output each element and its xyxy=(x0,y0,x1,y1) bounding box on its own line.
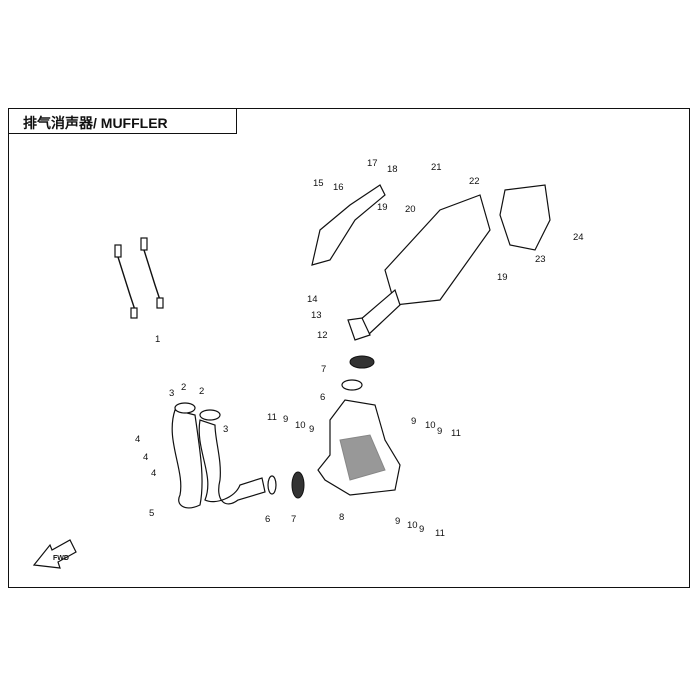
heat-shield-part xyxy=(499,184,551,251)
diagram-frame xyxy=(8,108,690,588)
callout-11: 11 xyxy=(451,428,461,439)
forward-arrow-icon: FWD xyxy=(32,539,77,569)
callout-4: 4 xyxy=(135,434,140,445)
clamp-part xyxy=(291,471,305,499)
callout-8: 8 xyxy=(339,512,344,523)
callout-19: 19 xyxy=(377,202,388,213)
callout-7: 7 xyxy=(321,364,326,375)
callout-6: 6 xyxy=(320,392,325,403)
callout-19: 19 xyxy=(497,272,508,283)
callout-17: 17 xyxy=(367,158,378,169)
callout-12: 12 xyxy=(317,330,328,341)
gasket-part xyxy=(341,379,363,391)
callout-4: 4 xyxy=(143,452,148,463)
diagram-title: 排气消声器/ MUFFLER xyxy=(23,115,168,131)
callout-3: 3 xyxy=(223,424,228,435)
clamp-part xyxy=(349,355,375,369)
callout-6: 6 xyxy=(265,514,270,525)
callout-2: 2 xyxy=(199,386,204,397)
muffler-part xyxy=(347,194,491,341)
title-box: 排气消声器/ MUFFLER xyxy=(8,108,237,134)
callout-10: 10 xyxy=(425,420,436,431)
callout-13: 13 xyxy=(311,310,322,321)
callout-11: 11 xyxy=(435,528,445,539)
callout-9: 9 xyxy=(309,424,314,435)
callout-23: 23 xyxy=(535,254,546,265)
callout-10: 10 xyxy=(407,520,418,531)
gasket-part xyxy=(267,475,277,495)
bracket-part xyxy=(311,184,386,266)
callout-10: 10 xyxy=(295,420,306,431)
callout-4: 4 xyxy=(151,468,156,479)
callout-21: 21 xyxy=(431,162,442,173)
exhaust-header-pipe-part xyxy=(171,402,266,509)
callout-18: 18 xyxy=(387,164,398,175)
callout-16: 16 xyxy=(333,182,344,193)
callout-11: 11 xyxy=(267,412,277,423)
callout-9: 9 xyxy=(283,414,288,425)
callout-7: 7 xyxy=(291,514,296,525)
callout-9: 9 xyxy=(437,426,442,437)
callout-3: 3 xyxy=(169,388,174,399)
callout-20: 20 xyxy=(405,204,416,215)
fwd-label: FWD xyxy=(53,555,69,562)
oxygen-sensor-part xyxy=(114,237,164,319)
callout-9: 9 xyxy=(411,416,416,427)
callout-1: 1 xyxy=(155,334,160,345)
callout-5: 5 xyxy=(149,508,154,519)
callout-22: 22 xyxy=(469,176,480,187)
callout-14: 14 xyxy=(307,294,318,305)
callout-9: 9 xyxy=(395,516,400,527)
callout-24: 24 xyxy=(573,232,584,243)
callout-2: 2 xyxy=(181,382,186,393)
callout-15: 15 xyxy=(313,178,324,189)
callout-9: 9 xyxy=(419,524,424,535)
